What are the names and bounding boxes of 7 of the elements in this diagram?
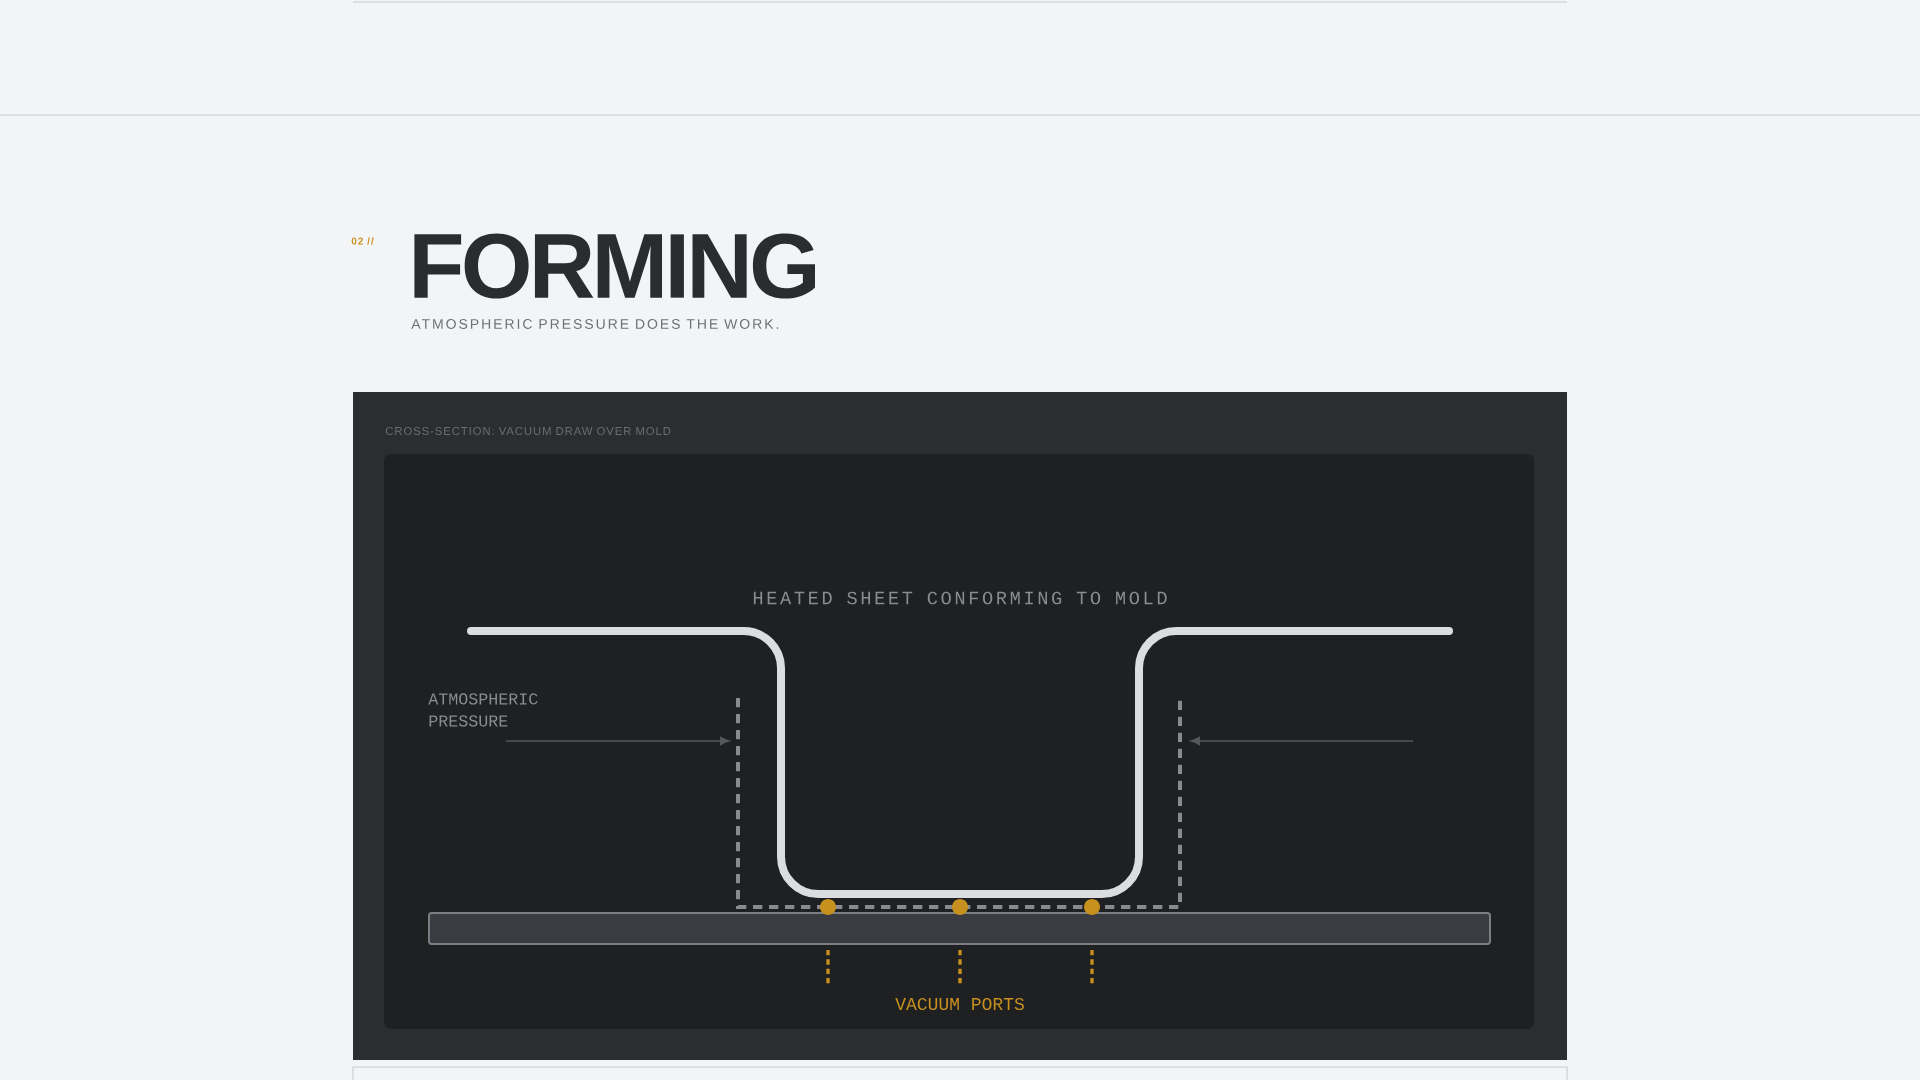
subtitle: ATMOSPHERIC PRESSURE DOES THE WORK.	[411, 319, 779, 329]
sheet-label: HEATED SHEET CONFORMING TO MOLD	[753, 591, 1167, 605]
section-number: 02 //	[351, 237, 374, 245]
panel-label: CROSS-SECTION: VACUUM DRAW OVER MOLD	[385, 427, 671, 435]
ports-label: VACUUM PORTS	[895, 997, 1024, 1011]
pressure-label: ATMOSPHERIC PRESSURE	[428, 693, 538, 727]
title: FORMING	[414, 233, 815, 299]
